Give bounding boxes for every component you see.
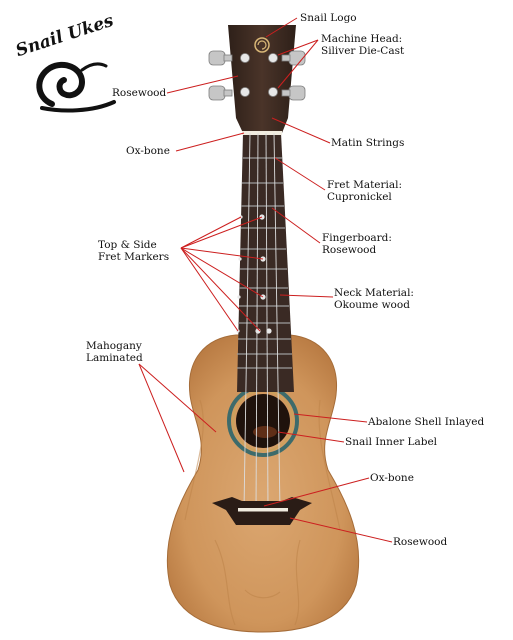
label-fingerboard: Fingerboard: Rosewood [322, 232, 392, 256]
label-abalone: Abalone Shell Inlayed [368, 416, 485, 428]
ukulele-body [166, 334, 360, 633]
label-inner-label: Snail Inner Label [345, 436, 438, 448]
tuner-posts [240, 53, 278, 97]
label-machine-head-line2: Siliver Die-Cast [321, 45, 405, 57]
label-mahogany-line2: Laminated [86, 352, 143, 364]
label-machine-head: Machine Head: Siliver Die-Cast [321, 33, 404, 57]
label-fret-material-line1: Fret Material: [327, 179, 403, 191]
label-neck-material-line1: Neck Material: [334, 287, 414, 299]
label-snail-logo: Snail Logo [300, 12, 357, 24]
label-fret-markers-line2: Fret Markers [98, 251, 170, 263]
label-mahogany: Mahogany Laminated [86, 340, 143, 364]
label-fingerboard-line1: Fingerboard: [322, 232, 392, 244]
label-fret-material-line2: Cupronickel [327, 191, 392, 203]
label-mahogany-line1: Mahogany [86, 340, 142, 352]
label-machine-head-line1: Machine Head: [321, 33, 403, 45]
label-neck-material-line2: Okoume wood [334, 299, 410, 311]
label-fret-material: Fret Material: Cupronickel [327, 179, 402, 203]
leader-lines [138, 17, 393, 543]
fingerboard [237, 133, 294, 392]
nut [242, 131, 282, 135]
inner-label-glint [253, 426, 277, 438]
headstock [228, 25, 296, 133]
label-fret-markers: Top & Side Fret Markers [98, 239, 169, 263]
label-neck-material: Neck Material: Okoume wood [334, 287, 414, 311]
strings [243, 132, 281, 511]
label-rosewood-head: Rosewood [112, 87, 167, 99]
label-fingerboard-line2: Rosewood [322, 244, 377, 256]
label-fret-markers-line1: Top & Side [98, 239, 157, 251]
wood-grain [184, 399, 341, 626]
saddle [238, 508, 288, 512]
label-matin-strings: Matin Strings [331, 137, 405, 149]
label-ox-bone-nut: Ox-bone [126, 145, 170, 157]
label-ox-bone-saddle: Ox-bone [370, 472, 414, 484]
label-rosewood-bridge: Rosewood [393, 536, 448, 548]
sound-hole [236, 394, 290, 448]
headstock-snail-logo [254, 37, 270, 53]
snail-ukes-logo-mark [36, 61, 116, 113]
machine-head-buttons [208, 50, 306, 101]
